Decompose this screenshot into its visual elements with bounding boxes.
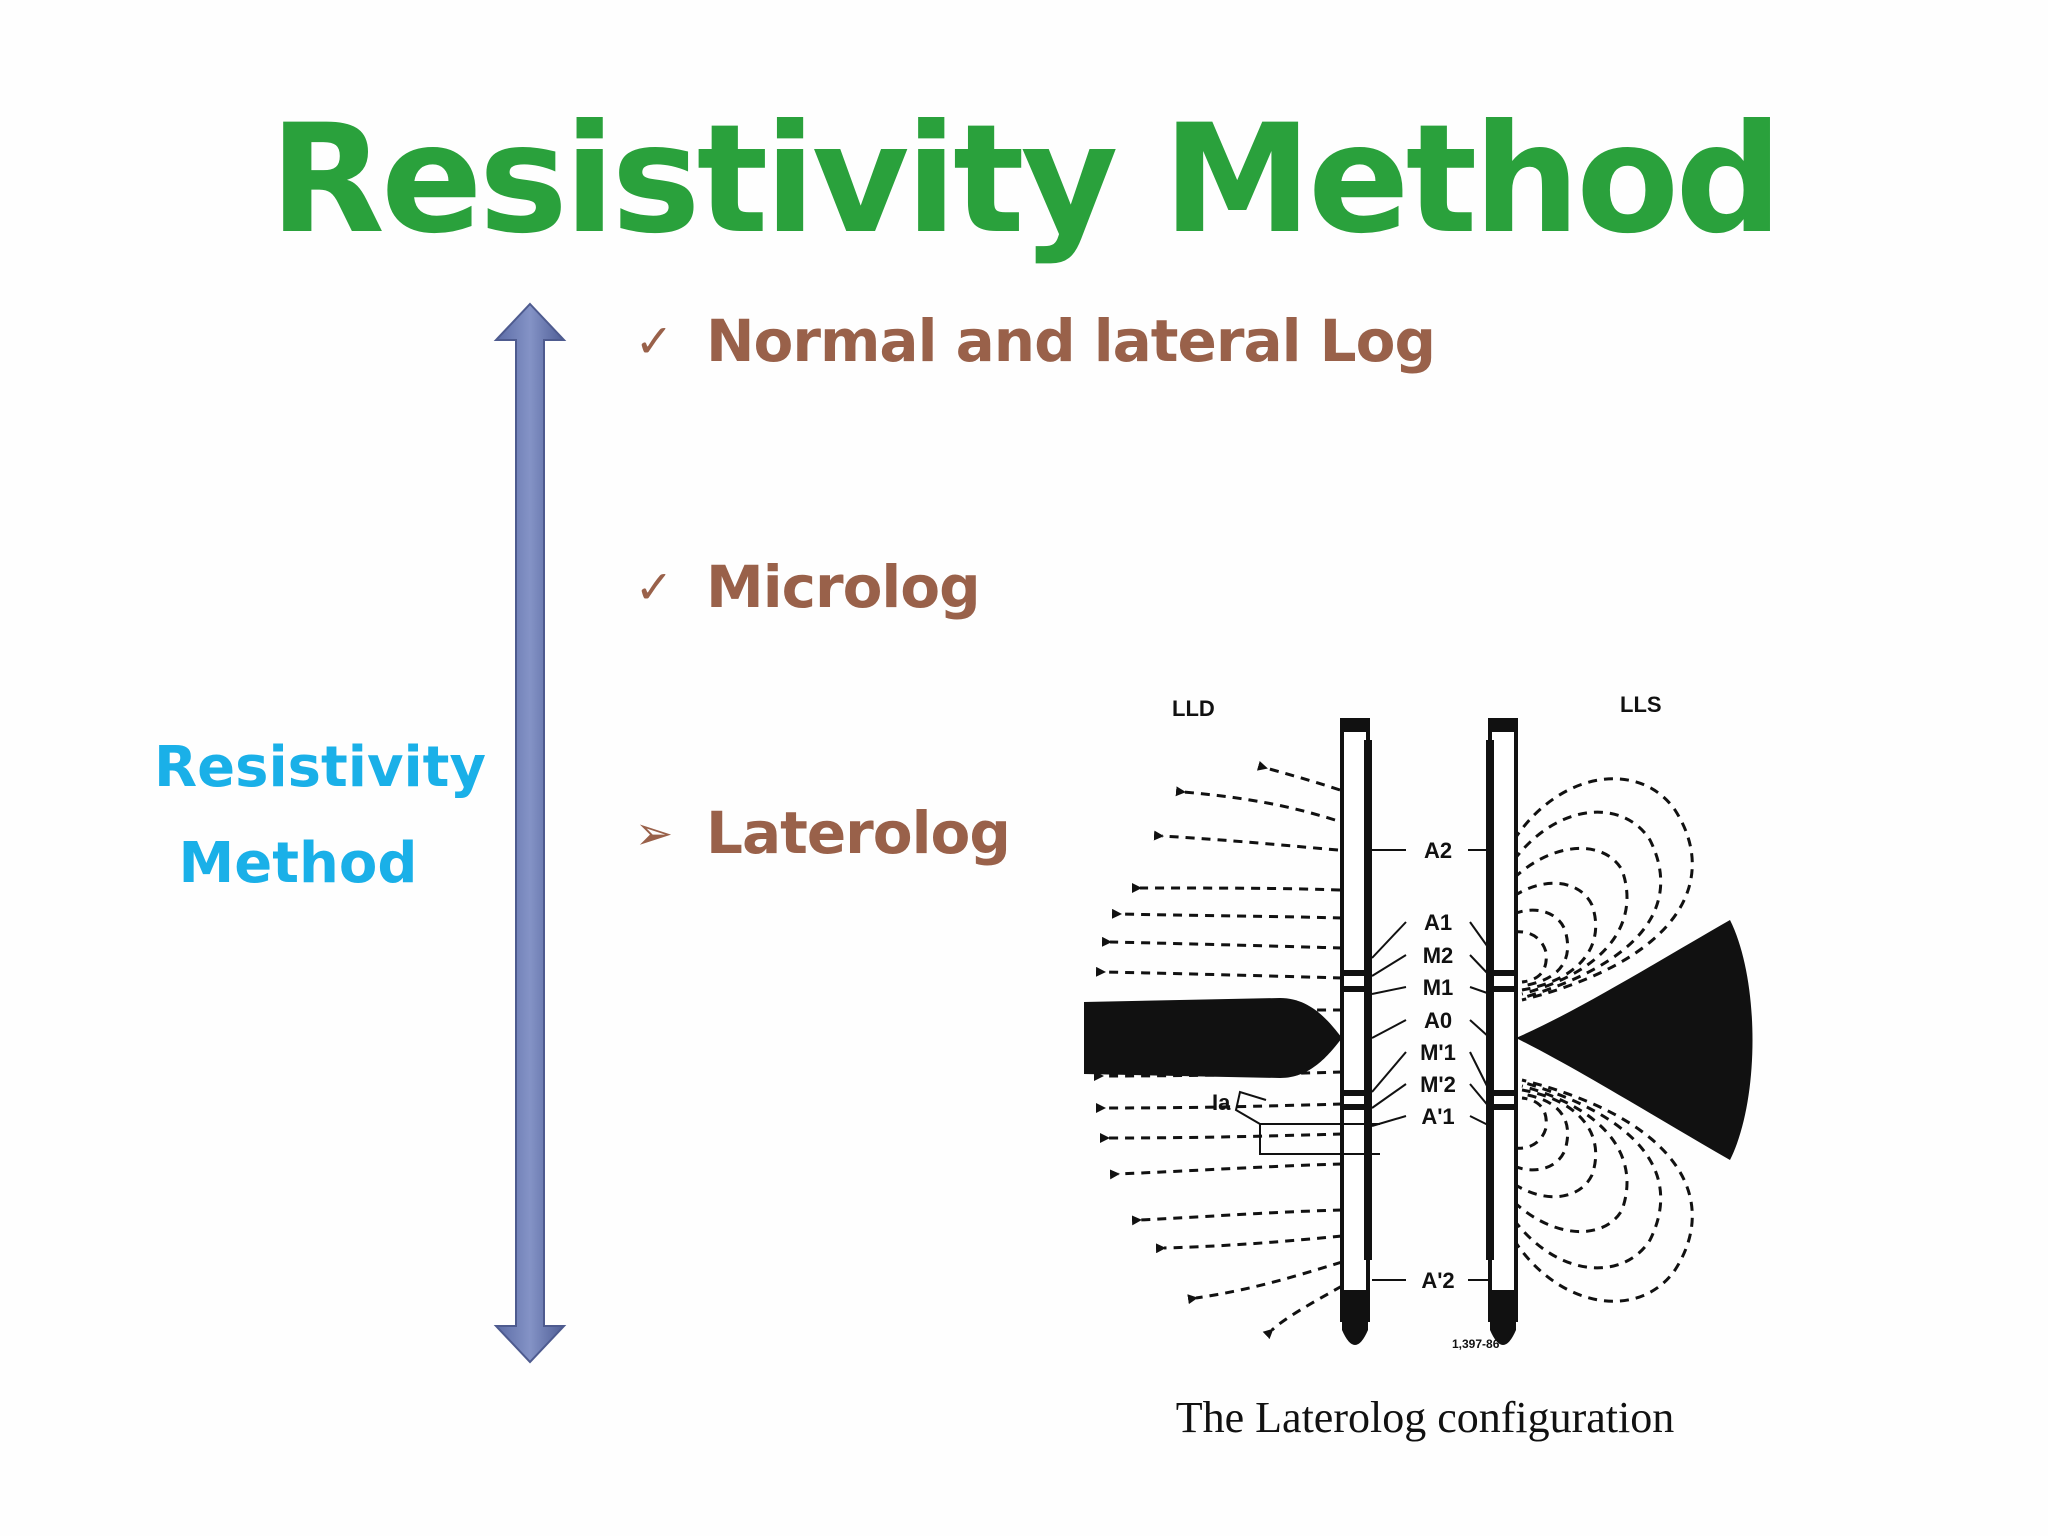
double-arrow-icon	[493, 302, 567, 1364]
current-label: Ia	[1212, 1090, 1231, 1115]
side-label-line1: Resistivity	[154, 735, 486, 800]
side-label-line2: Method	[178, 831, 418, 896]
electrode-label: M'2	[1420, 1072, 1456, 1097]
electrode-label: M1	[1423, 975, 1454, 1000]
electrode-label: A1	[1424, 910, 1452, 935]
lls-label: LLS	[1620, 692, 1662, 717]
electrode-label: A'2	[1421, 1268, 1454, 1293]
check-icon: ✓	[634, 314, 674, 368]
bullet-item: ✓ Microlog	[630, 542, 981, 632]
figure-caption: The Laterolog configuration	[1175, 1393, 1675, 1442]
figure-number: 1,397-86	[1452, 1337, 1500, 1351]
bullet-item: ✓ Normal and lateral Log	[630, 296, 1436, 386]
electrode-label: A'1	[1421, 1104, 1454, 1129]
bullet-text: Laterolog	[706, 799, 1011, 867]
check-icon: ✓	[634, 560, 674, 614]
electrode-label: A0	[1424, 1008, 1452, 1033]
electrode-label: M2	[1423, 943, 1454, 968]
bullet-text: Microlog	[706, 553, 981, 621]
bullet-item: ➢ Laterolog	[630, 788, 1011, 878]
laterolog-diagram: A2 A1 M2 M1 A0 M'1 M'2 A'1 A'2 Ia LLD LL…	[1084, 692, 1753, 1351]
electrode-label: A2	[1424, 838, 1452, 863]
arrow-bullet-icon: ➢	[634, 806, 674, 860]
bullet-text: Normal and lateral Log	[706, 307, 1436, 375]
lld-label: LLD	[1172, 696, 1215, 721]
slide-title: Resistivity Method	[269, 93, 1782, 267]
electrode-label: M'1	[1420, 1040, 1456, 1065]
